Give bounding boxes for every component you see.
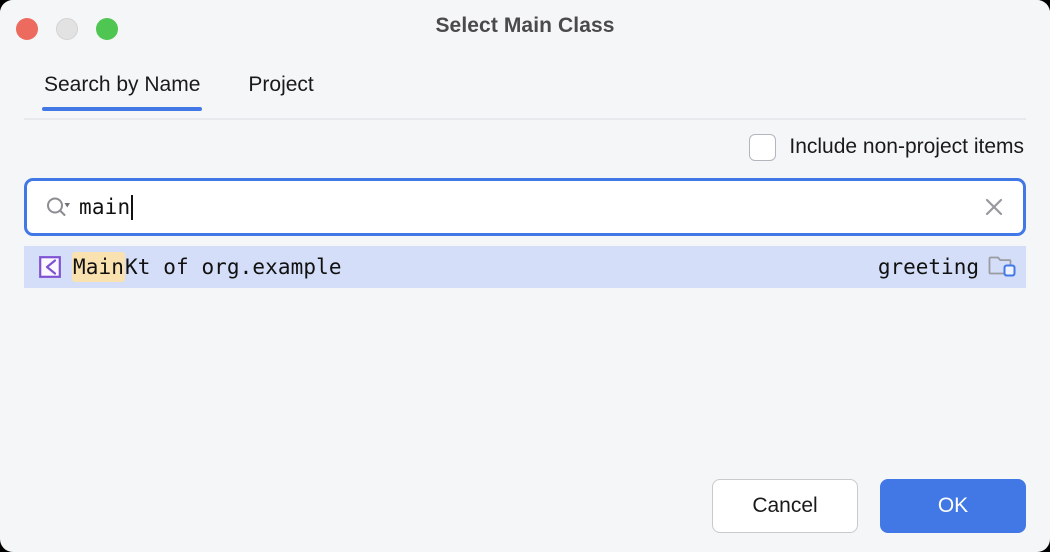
close-button[interactable] (16, 18, 38, 40)
search-input[interactable]: main (24, 178, 1026, 236)
title-bar: Select Main Class (0, 0, 1050, 57)
include-non-project-items-checkbox[interactable]: Include non-project items (749, 133, 1024, 161)
page-title: Select Main Class (435, 14, 615, 37)
search-input-value: main (79, 195, 131, 219)
tab-divider (24, 118, 1026, 120)
dialog-footer: Cancel OK (712, 479, 1026, 533)
kotlin-file-icon (38, 255, 62, 279)
tab-search-by-name-label: Search by Name (44, 73, 201, 96)
module-folder-icon (988, 253, 1016, 282)
ok-button[interactable]: OK (880, 479, 1026, 533)
tab-bar: Search by Name Project (0, 57, 1050, 121)
tab-project[interactable]: Project (248, 57, 313, 111)
checkbox-box[interactable] (749, 133, 777, 161)
search-icon[interactable] (45, 196, 71, 218)
tab-project-label: Project (248, 73, 314, 96)
minimize-button[interactable] (56, 18, 78, 40)
list-item-rest: Kt of org.example (124, 255, 342, 279)
list-item-module: greeting (878, 253, 1016, 282)
zoom-button[interactable] (96, 18, 118, 40)
tab-active-indicator (42, 107, 203, 111)
match-highlight: Main (72, 252, 125, 282)
clear-icon[interactable] (983, 196, 1005, 218)
checkbox-label: Include non-project items (789, 135, 1024, 158)
cancel-button[interactable]: Cancel (712, 479, 858, 533)
text-caret (131, 194, 134, 220)
options-row: Include non-project items (0, 121, 1050, 165)
module-label: greeting (877, 255, 979, 279)
window-controls (16, 18, 118, 40)
tab-search-by-name[interactable]: Search by Name (42, 57, 203, 111)
